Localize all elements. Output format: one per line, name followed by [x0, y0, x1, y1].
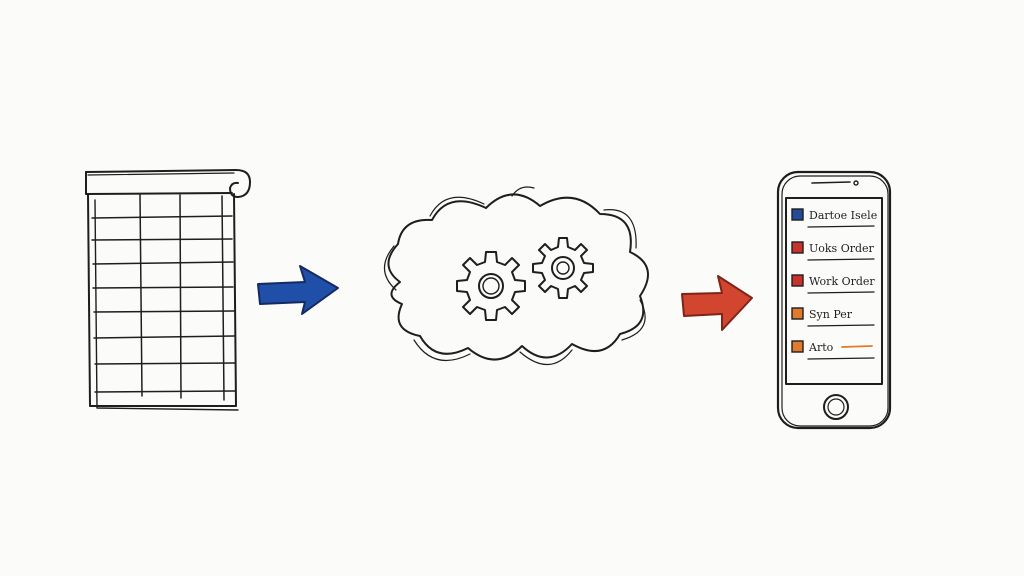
- phone-list-item: Arto: [791, 340, 875, 360]
- phone-item-underline: [807, 324, 875, 327]
- phone-item-accent-line: [841, 345, 873, 348]
- phone-item-underline: [807, 291, 875, 294]
- gear-icon: [456, 251, 526, 321]
- phone-item-checkbox: [791, 307, 804, 320]
- arrow-cloud-to-phone: [681, 275, 753, 331]
- phone-list-item: Work Order: [791, 274, 875, 294]
- phone-list-item: Dartoe Isele: [791, 208, 877, 228]
- phone-item-underline: [807, 357, 875, 360]
- phone-list-item: Syn Per: [791, 307, 875, 327]
- phone-item-label: Dartoe Isele: [809, 209, 877, 222]
- phone-list-item: Uoks Order: [791, 241, 875, 261]
- gear-icon: [532, 237, 594, 299]
- phone-item-checkbox: [791, 340, 804, 353]
- phone-item-label: Syn Per: [809, 308, 853, 321]
- phone-item-label: Arto: [808, 341, 834, 354]
- arrow-spreadsheet-to-cloud: [257, 265, 339, 315]
- phone-item-underline: [807, 258, 875, 261]
- phone-item-label: Work Order: [809, 275, 875, 288]
- phone-item-checkbox: [791, 208, 804, 221]
- phone-item-underline: [807, 225, 875, 228]
- phone-item-checkbox: [791, 241, 804, 254]
- spreadsheet-icon: [85, 169, 251, 411]
- phone-item-checkbox: [791, 274, 804, 287]
- phone-item-label: Uoks Order: [809, 242, 875, 255]
- cloud-gears-icon: [383, 186, 649, 366]
